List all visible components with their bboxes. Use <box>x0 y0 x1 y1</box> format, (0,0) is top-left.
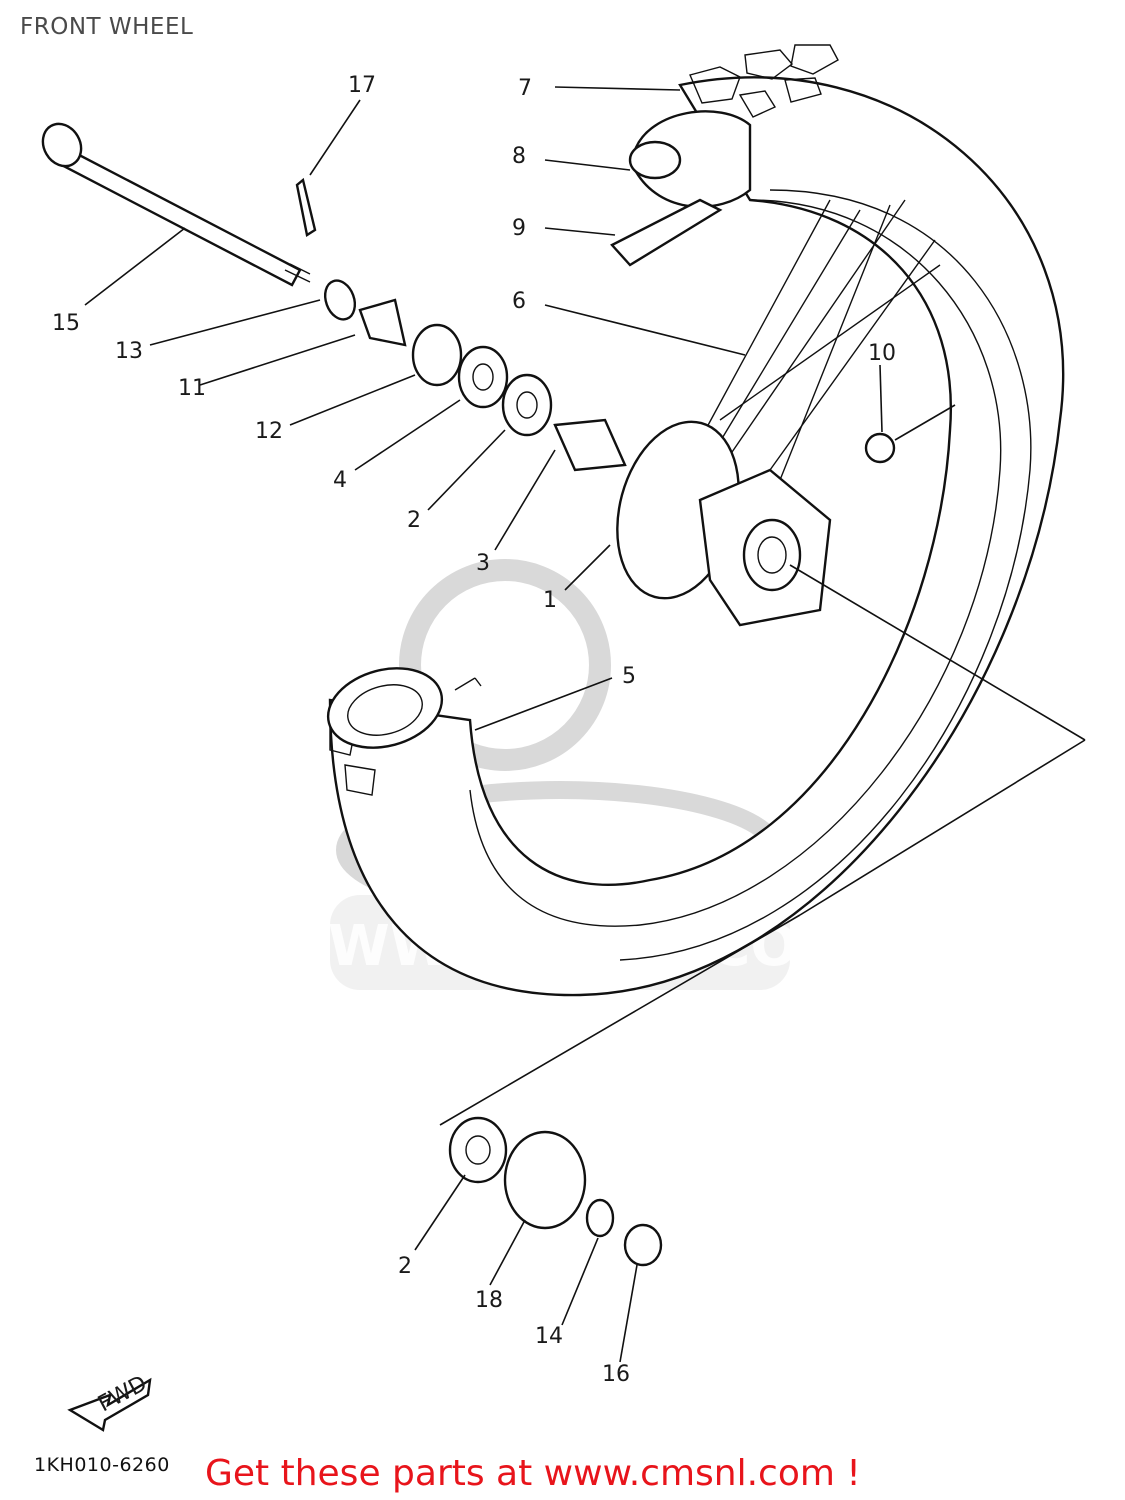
lower-parts <box>448 1116 663 1267</box>
callout-labels: 17 7 8 9 6 15 13 11 12 4 2 3 1 10 5 2 18… <box>52 73 896 1387</box>
callout-14: 14 <box>535 1324 563 1349</box>
spokes <box>699 199 941 481</box>
callout-16: 16 <box>602 1362 630 1387</box>
diagram-title: FRONT WHEEL <box>20 14 194 40</box>
callout-2-upper: 2 <box>407 508 421 533</box>
callout-9: 9 <box>512 216 526 241</box>
callout-12: 12 <box>255 419 283 444</box>
callout-8: 8 <box>512 144 526 169</box>
callout-1: 1 <box>543 588 557 613</box>
callout-15: 15 <box>52 311 80 336</box>
wheel-assembly <box>326 44 1065 997</box>
cotter-pin <box>295 177 317 237</box>
callout-18: 18 <box>475 1288 503 1313</box>
callout-2-lower: 2 <box>398 1254 412 1279</box>
tread-pattern <box>329 44 839 796</box>
tube-and-rim-band <box>610 110 752 267</box>
callout-4: 4 <box>333 468 347 493</box>
callout-17: 17 <box>348 73 376 98</box>
diagram-code: 1KH010-6260 <box>34 1454 170 1476</box>
callout-13: 13 <box>115 339 143 364</box>
fwd-arrow: FWD <box>67 1371 152 1432</box>
wheel-hub <box>439 420 1086 1126</box>
cta-link[interactable]: Get these parts at www.cmsnl.com ! <box>205 1453 861 1494</box>
callout-6: 6 <box>512 289 526 314</box>
callout-11: 11 <box>178 376 206 401</box>
axle <box>41 122 311 287</box>
axle-parts <box>323 279 627 472</box>
valve-cap <box>864 404 956 464</box>
callout-7: 7 <box>518 76 532 101</box>
callout-5: 5 <box>622 664 636 689</box>
callout-3: 3 <box>476 551 490 576</box>
callout-10: 10 <box>868 341 896 366</box>
leader-lines <box>84 86 883 1363</box>
